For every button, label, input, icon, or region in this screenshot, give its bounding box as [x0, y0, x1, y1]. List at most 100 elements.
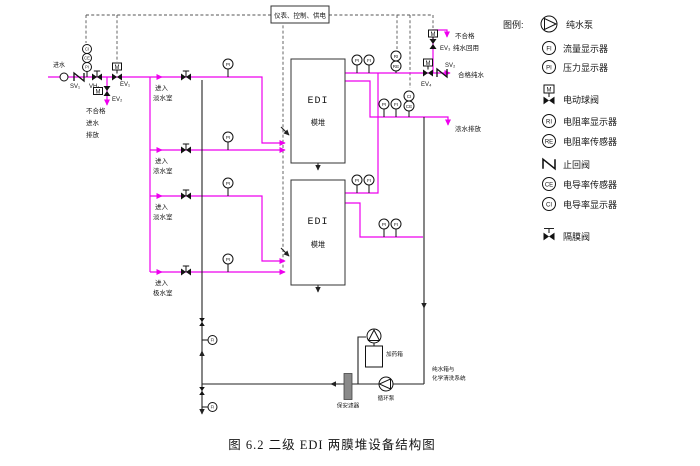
gauge-letter: PI	[355, 58, 359, 63]
dosing-tank-label: 加药箱	[386, 350, 403, 358]
label-pure-reject-1: 不合格	[455, 31, 475, 40]
pressure-gauge: PI	[222, 177, 234, 196]
label-pure-reject-2: 纯水回用	[453, 43, 479, 52]
legend-tag: RE	[545, 139, 553, 145]
gauge-letter: PI	[226, 181, 230, 186]
label-feed: 进水	[53, 61, 65, 69]
valve-label-ev1: EV₁	[120, 82, 130, 88]
motor-letter: M	[547, 88, 552, 94]
diaphragm-valve-icon	[180, 265, 192, 276]
pressure-gauge: PI	[222, 253, 234, 272]
gauge-letter: PI	[355, 178, 359, 183]
legend-item-label: 电动球阀	[563, 94, 599, 105]
motor-letter: M	[96, 89, 101, 95]
product-reject-pipe	[432, 29, 450, 73]
concentrate-out-pipe-2	[345, 202, 423, 238]
gauge-letter: FI	[211, 338, 215, 343]
label-enter-dilute2-1: 进入	[155, 203, 169, 211]
conductivity-sensor-icon	[542, 177, 556, 191]
label-tank-system-2: 化学清洗系统	[432, 374, 466, 382]
motor-valve-ev4: M	[423, 58, 433, 77]
control-box-label: 仪表、控制、供电	[274, 11, 327, 20]
circulation-pump	[378, 376, 394, 392]
diaphragm-valve-icon	[180, 189, 192, 200]
product2-gauges: PI FI	[351, 174, 375, 193]
control-wiring-dashed	[85, 14, 434, 268]
gauge-letter: FI	[367, 58, 371, 63]
legend-item-label: 压力显示器	[563, 62, 608, 73]
label-pure-ok: 合格纯水	[458, 70, 485, 79]
legend-tag: CI	[546, 202, 552, 208]
gauge-letter: FI	[394, 102, 398, 107]
gauge-letter: FI	[394, 222, 398, 227]
gauge-letter: FI	[211, 405, 215, 410]
label-enter-concentrate-2: 浓水室	[153, 166, 173, 175]
resistivity-display-icon: RI	[394, 54, 399, 59]
valve-label-sv1: SV₁	[70, 84, 80, 90]
legend-item-label: 电导率传感器	[563, 179, 617, 190]
edi-stack-2	[290, 179, 346, 286]
dilute2-inlet-pipe	[150, 195, 286, 264]
label-enter-electrode-2: 极水室	[153, 288, 173, 297]
gauge-letter: FI	[367, 178, 371, 183]
resistivity-sensor-icon: RE	[393, 64, 399, 69]
legend: 图例: 纯水泵 FI 流量显示器 PI 压力显示器 M 电动球阀 RI 电阻率显…	[503, 15, 617, 242]
resistivity-display-icon	[542, 114, 556, 128]
label-enter-concentrate-1: 进入	[155, 157, 169, 165]
legend-item-label: 纯水泵	[566, 19, 593, 30]
legend-tag: RI	[546, 119, 552, 125]
label-enter-dilute2-2: 淡水室	[153, 212, 173, 221]
valve-label-ev2: EV₂	[112, 97, 123, 103]
concentrate2-gauges: PI FI	[378, 218, 402, 237]
flow-display-icon	[542, 41, 556, 55]
gauge-letter: PI	[382, 102, 386, 107]
label-enter-dilute1-1: 进入	[155, 84, 169, 92]
dosing-pump	[365, 328, 383, 368]
feed-main-pipe	[48, 76, 286, 146]
label-enter-dilute1-2: 淡水室	[153, 93, 173, 102]
gauge-letter: PI	[382, 222, 386, 227]
diaphragm-valve-icon	[180, 143, 192, 154]
resistivity-sensor-icon	[542, 134, 556, 148]
edi-stack-1-label: EDI	[307, 96, 328, 107]
diaphragm-valve-icon	[543, 227, 555, 241]
pump-icon	[540, 15, 558, 33]
concentrate1-gauges: PI FI CI CE	[378, 90, 415, 117]
cartridge-filter-label: 保安滤器	[337, 402, 360, 410]
circulation-pump-label: 循环泵	[378, 394, 395, 402]
valve-label-sv2: SV₂	[445, 63, 456, 69]
legend-item-label: 流量显示器	[563, 43, 608, 54]
concentrate-out-pipe-1	[345, 80, 451, 126]
legend-tag: CE	[545, 182, 553, 188]
motor-ball-valve-icon: M	[543, 84, 555, 105]
electrode-feed-arrow-1	[280, 126, 290, 136]
electrode-feed-arrow-2	[280, 247, 290, 257]
valve-label-ev3: EV₃	[440, 46, 451, 52]
legend-item-label: 电导率显示器	[563, 199, 617, 210]
gauge-letter: PI	[226, 135, 230, 140]
legend-item-label: 电阻率传感器	[563, 136, 617, 147]
product-riser-pipe	[345, 73, 379, 194]
conductivity-display-icon: CI	[407, 94, 412, 99]
valve-icon	[199, 318, 205, 326]
dosing-tank	[365, 345, 383, 368]
label-feed-reject-3: 排放	[86, 130, 100, 139]
motor-letter: M	[115, 65, 120, 71]
control-box	[270, 5, 330, 24]
label-feed-reject-2: 进水	[86, 118, 100, 127]
gauge-letter: PI	[226, 62, 230, 67]
process-piping	[48, 29, 451, 275]
motor-valve-ev1: M	[112, 62, 122, 81]
legend-item-label: 电阻率显示器	[563, 116, 617, 127]
conductivity-sensor-icon: CE	[84, 56, 90, 61]
diaphragm-valve-icon	[180, 70, 192, 81]
pressure-display-icon	[542, 60, 556, 74]
product-gauges: PI FI RI RE	[351, 50, 402, 73]
label-tank-system-1: 纯水箱与	[432, 365, 454, 373]
feed-analyzer-stack: CI CE PI	[82, 44, 92, 77]
edi-stack-1	[290, 58, 346, 164]
label-enter-electrode-1: 进入	[155, 279, 169, 287]
motor-valve-ev3: M	[428, 29, 438, 49]
